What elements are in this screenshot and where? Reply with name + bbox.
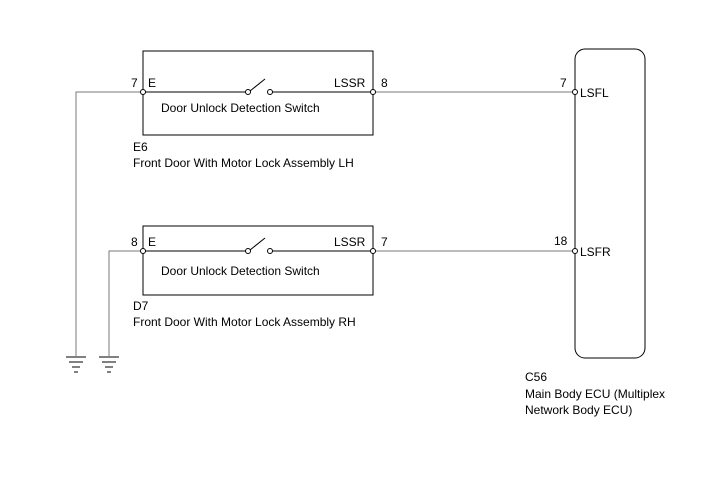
rh-pin-e-terminal: [140, 248, 146, 254]
ecu-code: C56: [525, 370, 547, 384]
rh-switch-label: Door Unlock Detection Switch: [161, 264, 320, 278]
rh-door-unlock-switch-icon: [143, 237, 373, 254]
component-ecu: 7 LSFL 18 LSFR C56 Main Body ECU (Multip…: [525, 48, 665, 417]
ecu-pin-lsfr-number: 18: [554, 234, 568, 248]
ecu-name-line2: Network Body ECU): [525, 403, 632, 417]
lh-component-code: E6: [133, 140, 148, 154]
ecu-pin-lsfl-label: LSFL: [580, 86, 609, 100]
ecu-pin-lsfr-terminal: [572, 248, 578, 254]
lh-component-box: [142, 50, 374, 136]
lh-pin-lssr-number: 8: [381, 76, 388, 90]
lh-ground-wire: [75, 91, 143, 356]
rh-ground-wire: [108, 250, 143, 356]
component-lh: 7 E LSSR 8 Door Unlock Detection Switch …: [131, 50, 388, 170]
rh-component-box: [142, 225, 374, 296]
lh-component-name: Front Door With Motor Lock Assembly LH: [133, 156, 354, 170]
ground-symbol-lh: [66, 356, 86, 373]
lh-pin-e-number: 7: [131, 76, 138, 90]
ecu-name-line1: Main Body ECU (Multiplex: [525, 387, 665, 401]
rh-pin-lssr-terminal: [370, 248, 376, 254]
rh-component-code: D7: [133, 299, 149, 313]
lh-pin-e-terminal: [140, 89, 146, 95]
rh-pin-e-label: E: [148, 235, 156, 249]
ecu-pin-lsfr-label: LSFR: [580, 245, 611, 259]
ground-symbol-rh: [99, 356, 119, 373]
rh-pin-lssr-number: 7: [381, 235, 388, 249]
ecu-pin-lsfl-number: 7: [560, 76, 567, 90]
lh-pin-e-label: E: [148, 76, 156, 90]
wires: [75, 91, 575, 356]
rh-component-name: Front Door With Motor Lock Assembly RH: [133, 315, 356, 329]
ecu-box: [574, 48, 646, 359]
lh-switch-label: Door Unlock Detection Switch: [161, 101, 320, 115]
component-rh: 8 E LSSR 7 Door Unlock Detection Switch …: [131, 225, 388, 329]
lh-pin-lssr-terminal: [370, 89, 376, 95]
rh-pin-e-number: 8: [131, 235, 138, 249]
lh-pin-lssr-label: LSSR: [334, 76, 366, 90]
ecu-pin-lsfl-terminal: [572, 89, 578, 95]
lh-door-unlock-switch-icon: [143, 78, 373, 95]
rh-pin-lssr-label: LSSR: [334, 235, 366, 249]
